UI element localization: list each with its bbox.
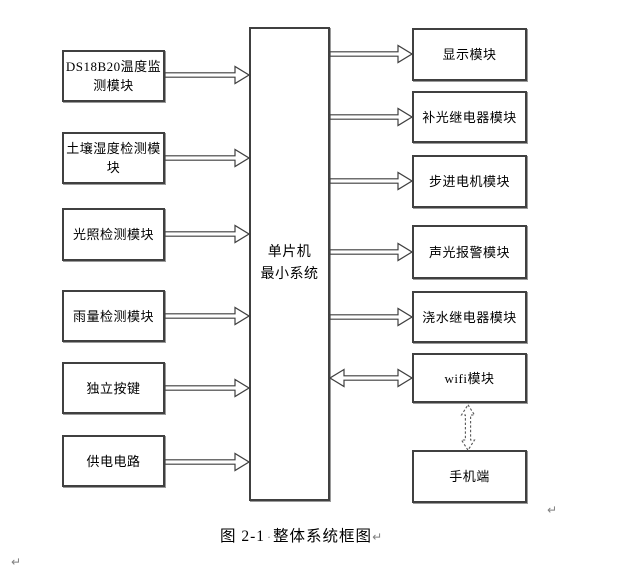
module-label: 浇水继电器模块 [422,309,517,325]
arrow-mcu-to-watering-relay-icon [330,307,413,327]
arrow-mcu-to-alarm-icon [330,242,413,262]
paragraph-mark-icon: ↵ [11,555,22,569]
module-box-independent-keys: 独立按键 [62,362,165,414]
caption-figure-number: 图 2-1 [220,528,266,545]
arrow-mcu-to-fill-light-relay-icon [330,107,413,127]
module-box-stepper-motor: 步进电机模块 [412,155,527,208]
arrow-power-to-mcu-icon [165,452,250,472]
module-box-wifi: wifi模块 [412,353,527,403]
module-box-light-detection: 光照检测模块 [62,208,165,261]
mcu-minimum-system-box: 单片机 最小系统 [249,27,330,501]
module-box-phone: 手机端 [412,450,527,503]
caption-title: 整体系统框图 [273,528,373,545]
module-label: 显示模块 [442,47,497,62]
module-label: 土壤湿度检测模 块 [66,141,161,175]
paragraph-mark-icon: ↵ [372,530,383,544]
module-label: wifi模块 [444,370,495,386]
arrow-rain-to-mcu-icon [165,306,250,326]
figure-caption: 图 2-1·整体系统框图↵ [220,524,382,546]
module-box-watering-relay: 浇水继电器模块 [412,291,527,343]
paragraph-mark-icon: ↵ [547,503,558,517]
arrow-soil-to-mcu-icon [165,148,250,168]
module-box-power-supply: 供电电路 [62,435,165,487]
module-label: 雨量检测模块 [72,308,154,324]
module-box-fill-light-relay: 补光继电器模块 [412,91,527,143]
mcu-label: 单片机 最小系统 [260,245,319,282]
module-box-sound-light-alarm: 声光报警模块 [412,225,527,279]
module-label: 手机端 [449,469,490,484]
module-label: 光照检测模块 [72,227,154,242]
module-box-soil-moisture: 土壤湿度检测模 块 [62,132,165,184]
arrow-mcu-to-display-icon [330,44,413,64]
module-label: 步进电机模块 [428,174,510,189]
arrow-light-to-mcu-icon [165,224,250,244]
module-box-ds18b20-temperature: DS18B20温度监 测模块 [62,50,165,102]
arrow-wifi-phone-dashed-icon [460,404,476,451]
arrow-ds18b20-to-mcu-icon [165,65,250,85]
arrow-mcu-to-stepper-icon [330,171,413,191]
module-label: 供电电路 [86,453,141,469]
module-label: 补光继电器模块 [422,109,517,125]
module-box-rain-detection: 雨量检测模块 [62,290,165,342]
space-mark: · [267,530,272,544]
arrow-keys-to-mcu-icon [165,378,250,398]
module-label: 声光报警模块 [428,244,510,260]
arrow-mcu-wifi-bidirectional-icon [330,368,413,388]
module-label: 独立按键 [86,380,141,396]
module-box-display: 显示模块 [412,28,527,81]
module-label: DS18B20温度监 测模块 [65,59,162,93]
